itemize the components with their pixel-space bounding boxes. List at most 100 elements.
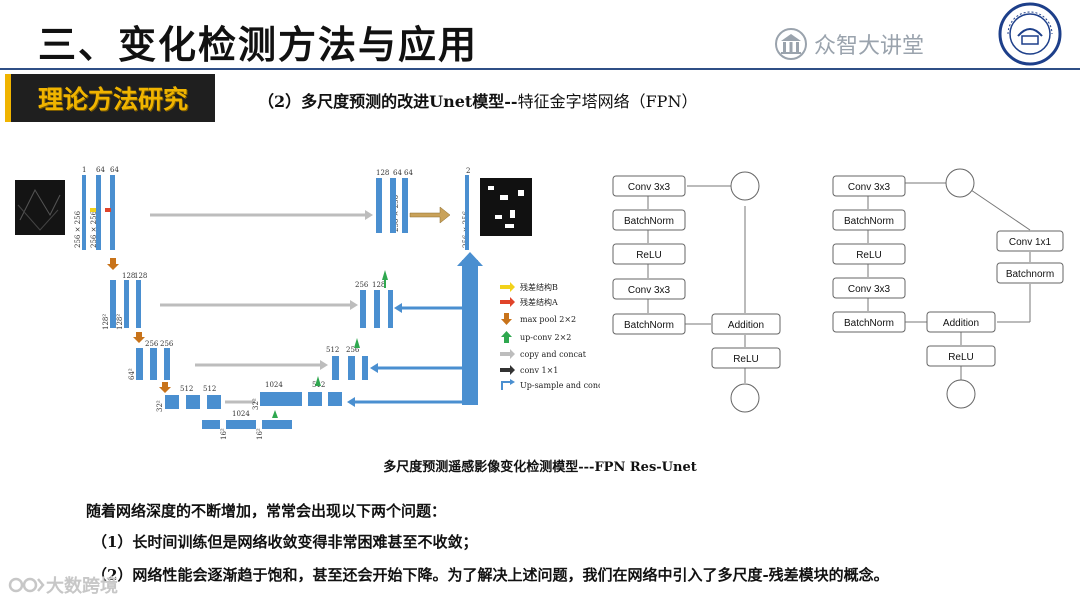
dim-label: 1024 [232,410,250,418]
size-label: 16² [256,428,264,440]
output-node [946,379,976,409]
fpn-res-unet-diagram: 1 64 64 128 64 64 2 256 × 256 256 × 256 … [15,166,600,440]
block-batchnorm [612,209,686,231]
block-label: Addition [943,318,979,329]
dim-label: 256 [355,281,369,289]
block-label: BatchNorm [844,216,894,227]
subtitle-bold: （2）多尺度预测的改进Unet模型-- [258,92,518,111]
residual-block-a-diagram: Conv 3x3 BatchNorm ReLU Conv 3x3 BatchNo… [612,171,781,413]
dim-label: 512 [180,385,193,393]
arrow-right-icon [500,365,515,375]
block-label: ReLU [636,250,662,261]
block-label: ReLU [733,354,759,365]
block-batchnorm [996,262,1064,284]
university-seal-icon [998,2,1062,66]
legend-item: copy and concat [520,350,587,359]
block-label: BatchNorm [844,318,894,329]
arrow-down-icon [501,313,512,325]
dim-label: 1024 [265,381,283,389]
arrow-right-icon [500,297,515,307]
dim-label: 1 [82,166,86,174]
block-relu [711,347,781,369]
body-paragraph: （2）网络性能会逐渐趋于饱和，甚至还会开始下降。为了解决上述问题，我们在网络中引… [92,566,889,584]
block-label: Conv 3x3 [628,182,671,193]
legend-item: 残差结构A [520,297,558,307]
legend-item: 残差结构B [520,282,558,292]
dim-label: 128 [122,272,135,280]
arrow-right-icon [500,349,515,359]
block-label: Conv 3x3 [628,285,671,296]
legend-item: conv 1×1 [520,366,558,375]
block-relu [612,243,686,265]
header-divider [0,68,1080,70]
block-conv [832,175,906,197]
page-title: 三、变化检测方法与应用 [38,23,479,67]
block-batchnorm [612,313,686,335]
section-label-box: 理论方法研究 [5,74,215,122]
input-node [730,171,760,201]
body-paragraph: 随着网络深度的不断增加，常常会出现以下两个问题： [86,502,447,520]
input-image [15,180,65,235]
brand: 众智大讲堂 [774,24,924,64]
block-batchnorm [832,311,906,333]
size-label: 32² [156,400,164,412]
output-node [730,383,760,413]
size-label: 256 × 256 [74,210,82,248]
block-addition [711,313,781,335]
body-paragraph: （1）长时间训练但是网络收敛变得非常困难甚至不收敛； [92,533,478,551]
dim-label: 512 [203,385,216,393]
block-label: BatchNorm [624,320,674,331]
dim-label: 256 [145,340,159,348]
legend-item: up-conv 2×2 [520,333,571,342]
block-label: Addition [728,320,764,331]
block-label: Conv 1x1 [1009,237,1052,248]
block-label: BatchNorm [624,216,674,227]
size-label: 256 × 256 [90,210,98,248]
watermark-logo-icon [8,577,45,593]
residual-block-b-diagram: Conv 3x3 BatchNorm ReLU Conv 3x3 BatchNo… [832,168,1064,409]
slide-subtitle: （2）多尺度预测的改进Unet模型--特征金字塔网络（FPN） [258,88,697,112]
dim-label: 256 [160,340,174,348]
dim-label: 128 [372,281,385,289]
section-label: 理论方法研究 [37,85,188,114]
dim-label: 64 [393,169,402,177]
figure-caption: 多尺度预测遥感影像变化检测模型---FPN Res-Unet [383,460,697,475]
block-conv-1x1 [996,230,1064,252]
size-label: 64² [128,368,136,380]
size-label: 32² [252,398,260,410]
corner-arrow-icon [501,381,510,390]
arrow-up-icon [501,331,512,343]
size-label: 128² [102,314,110,330]
watermark: 大数跨境 [8,572,118,598]
subtitle-rest: 特征金字塔网络（FPN） [517,92,698,111]
dim-label: 2 [466,167,470,175]
block-label: Conv 3x3 [848,182,891,193]
block-conv [612,175,686,197]
dim-label: 64 [110,166,119,174]
dim-label: 64 [404,169,413,177]
watermark-text: 大数跨境 [46,576,118,597]
legend-item: max pool 2×2 [520,315,576,324]
arrow-right-icon [500,282,515,292]
input-node [945,168,975,198]
block-label: Conv 3x3 [848,284,891,295]
block-conv [612,278,686,300]
dim-label: 512 [326,346,339,354]
block-label: ReLU [948,352,974,363]
block-relu [832,243,906,265]
legend-item: Up-sample and concat [520,381,600,390]
block-label: ReLU [856,250,882,261]
legend: 残差结构B 残差结构A max pool 2×2 up-conv 2×2 cop… [500,282,600,390]
block-batchnorm [832,209,906,231]
block-addition [926,311,996,333]
block-conv [832,277,906,299]
size-label: 128² [116,314,124,330]
dim-label: 64 [96,166,105,174]
dim-label: 256 [346,346,360,354]
lecture-hall-logo-icon [775,28,807,60]
block-label: Batchnorm [1006,269,1054,280]
dim-label: 128 [134,272,147,280]
block-relu [926,345,996,367]
size-label: 16² [220,428,228,440]
dim-label: 128 [376,169,389,177]
